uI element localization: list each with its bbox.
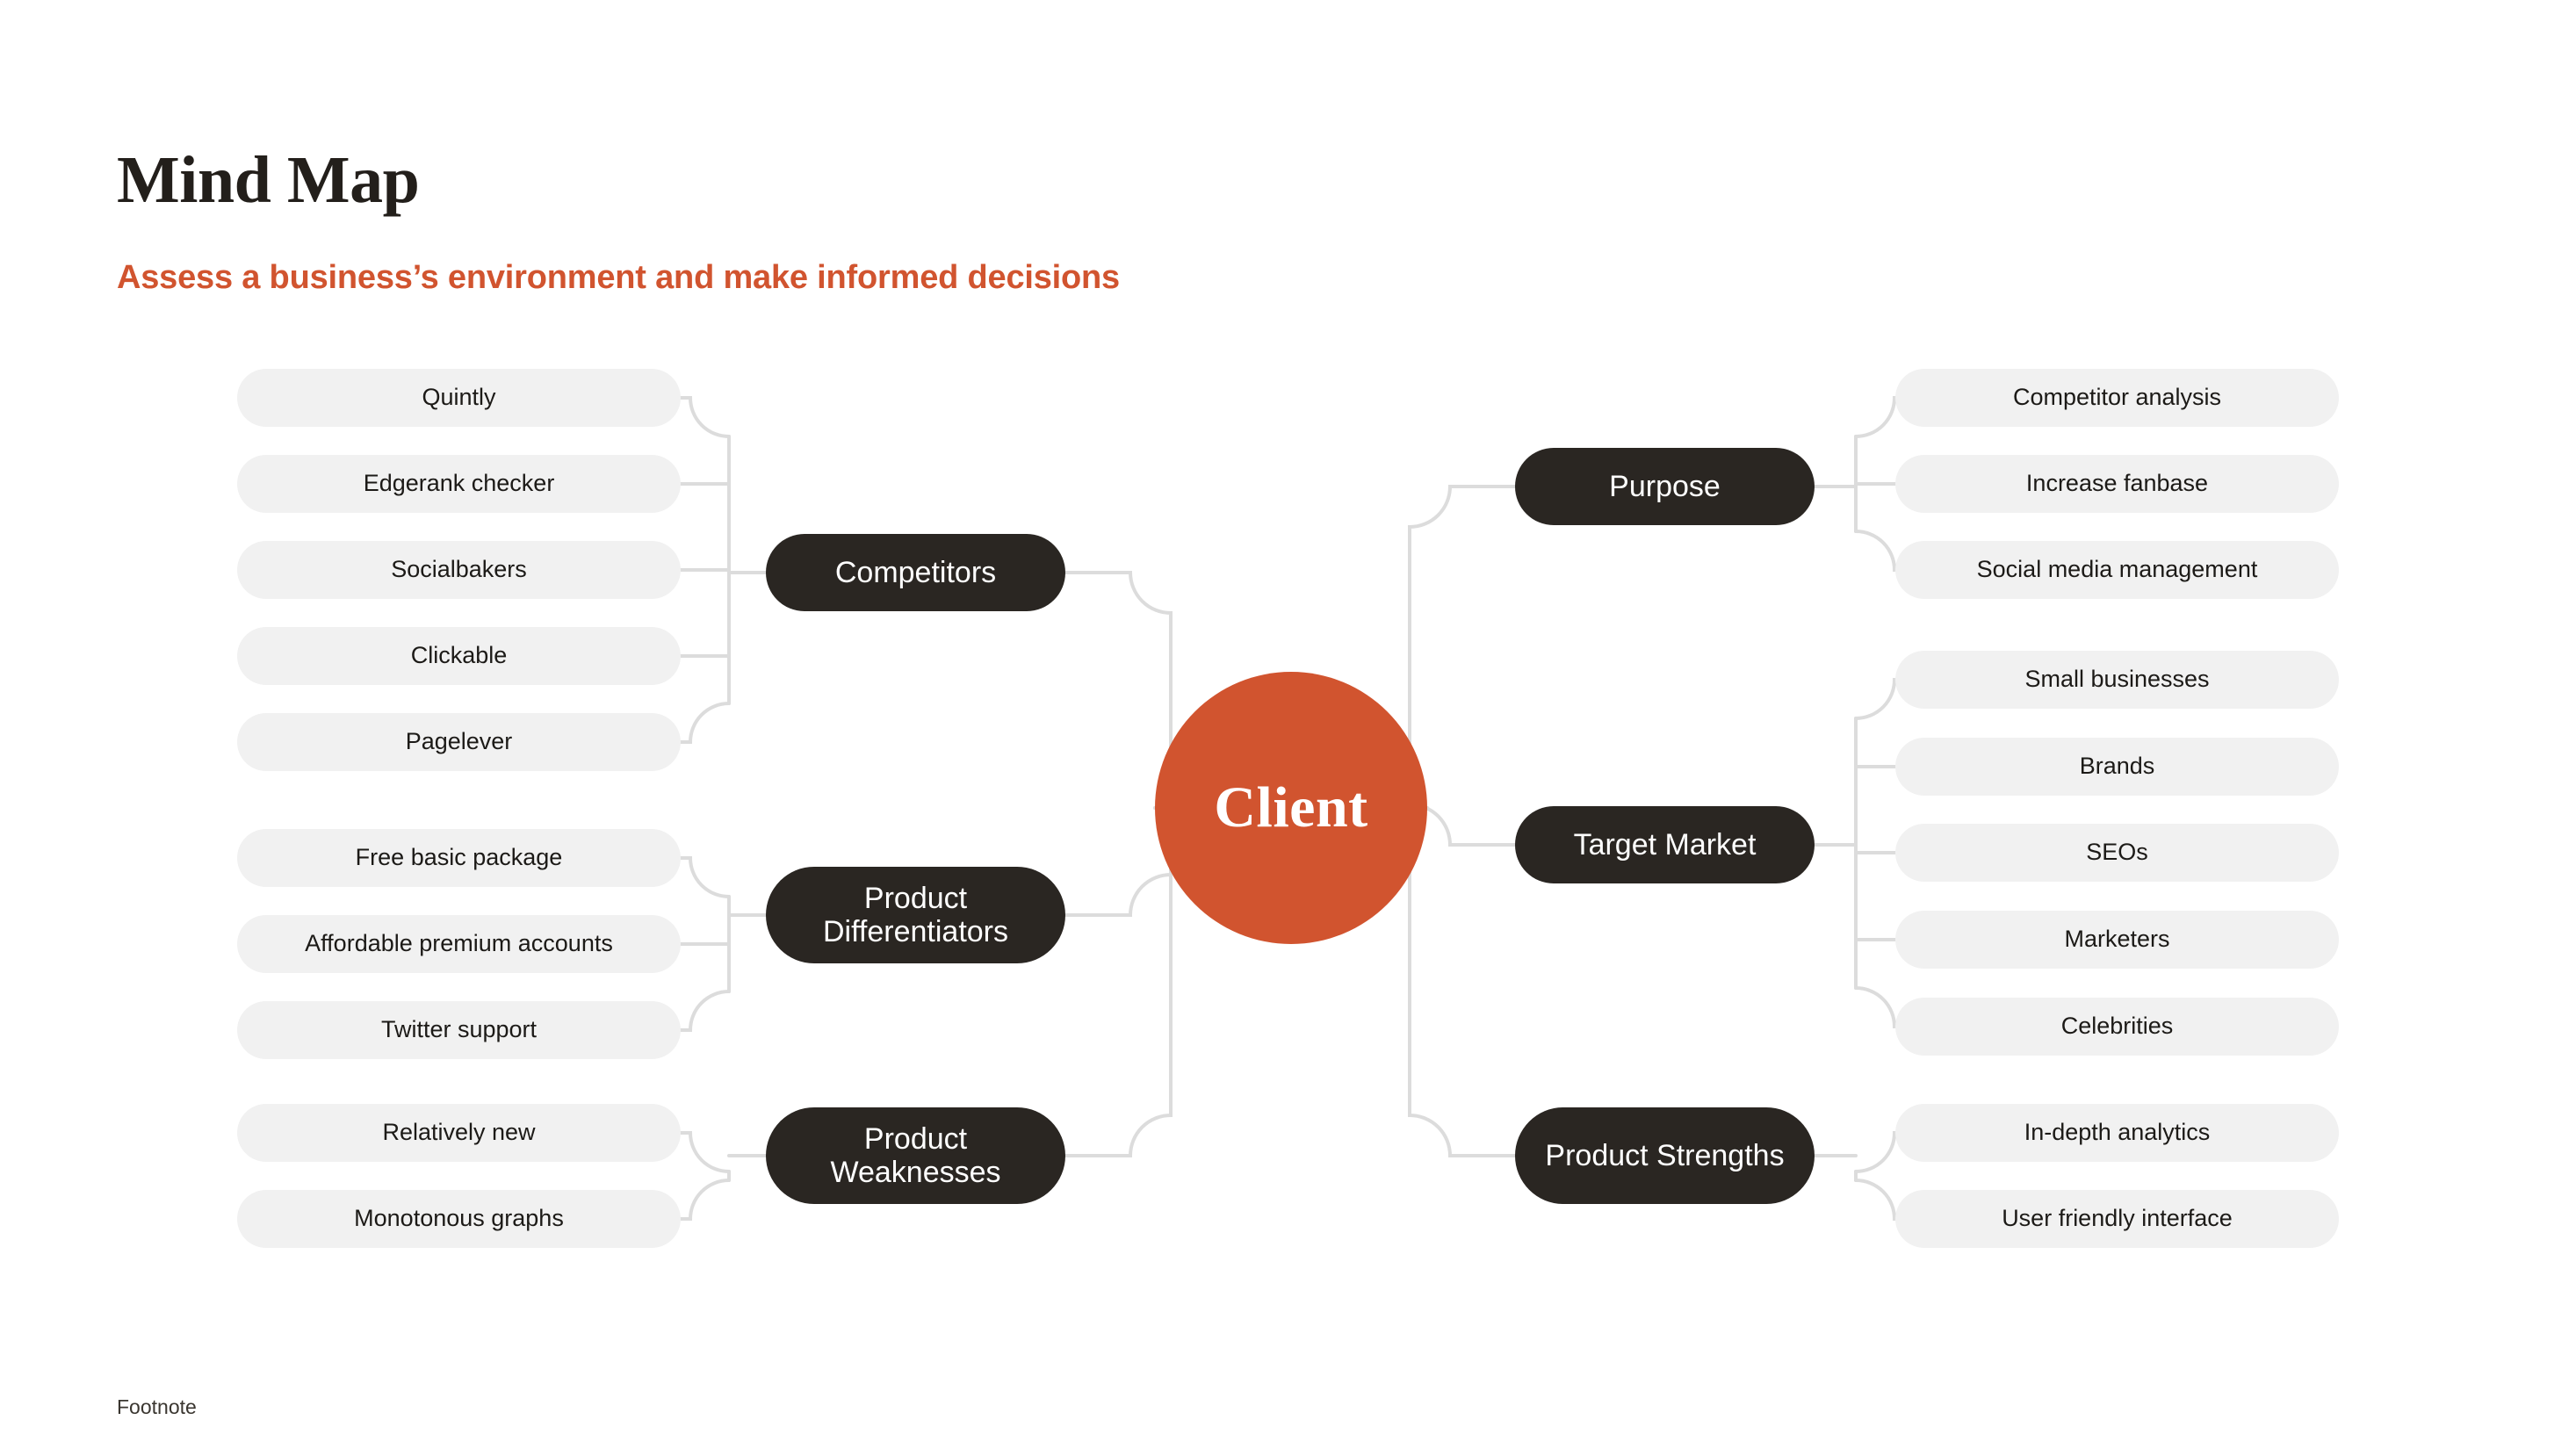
page-subtitle: Assess a business’s environment and make… [117,259,1120,296]
leaf-node-socialbakers[interactable]: Socialbakers [237,541,681,599]
connector-path [679,1131,731,1173]
leaf-node-label: Twitter support [380,1016,538,1043]
leaf-node-label: User friendly interface [2002,1205,2233,1232]
leaf-node-social-media-management[interactable]: Social media management [1895,541,2339,599]
leaf-node-clickable[interactable]: Clickable [237,627,681,685]
connector-path [679,990,731,1032]
connector-path [1854,396,1897,438]
connector-path [1854,1179,1897,1221]
page-title: Mind Map [117,143,420,217]
footnote: Footnote [117,1395,197,1418]
leaf-node-monotonous-graphs[interactable]: Monotonous graphs [237,1190,681,1248]
branch-node-label: Product Weaknesses [830,1121,1001,1189]
connector-path [679,856,731,898]
leaf-node-affordable-premium-accounts[interactable]: Affordable premium accounts [237,915,681,973]
leaf-node-small-businesses[interactable]: Small businesses [1895,651,2339,709]
leaf-node-label: Edgerank checker [363,470,555,497]
leaf-node-label: Increase fanbase [2025,470,2209,497]
connector-path [1854,678,1897,720]
leaf-node-label: Socialbakers [391,556,527,583]
leaf-node-free-basic-package[interactable]: Free basic package [237,829,681,887]
leaf-node-label: SEOs [2086,839,2148,866]
branch-node-label: Purpose [1609,469,1721,503]
branch-node-label: Competitors [834,555,997,589]
leaf-node-seos[interactable]: SEOs [1895,824,2339,882]
branch-node-label: Target Market [1573,827,1757,861]
leaf-node-celebrities[interactable]: Celebrities [1895,998,2339,1056]
connector-path [679,702,731,744]
branch-node-product-differentiators[interactable]: Product Differentiators [766,867,1065,963]
leaf-node-label: Small businesses [2024,666,2210,693]
connector-path [1854,1131,1897,1173]
branch-node-product-weaknesses[interactable]: Product Weaknesses [766,1107,1065,1204]
leaf-node-label: Clickable [410,642,508,669]
branch-node-competitors[interactable]: Competitors [766,534,1065,611]
leaf-node-competitor-analysis[interactable]: Competitor analysis [1895,369,2339,427]
leaf-node-label: Monotonous graphs [354,1205,564,1232]
branch-node-purpose[interactable]: Purpose [1515,448,1815,525]
center-node-label: Client [1214,775,1368,840]
leaf-node-in-depth-analytics[interactable]: In-depth analytics [1895,1104,2339,1162]
leaf-node-label: Free basic package [355,844,563,871]
branch-node-target-market[interactable]: Target Market [1515,806,1815,883]
leaf-node-label: In-depth analytics [2024,1119,2211,1146]
branch-node-label: Product Differentiators [822,881,1009,948]
branch-node-label: Product Strengths [1545,1138,1785,1172]
connector-path [679,1179,731,1221]
leaf-node-pagelever[interactable]: Pagelever [237,713,681,771]
leaf-node-edgerank-checker[interactable]: Edgerank checker [237,455,681,513]
leaf-node-label: Celebrities [2060,1013,2174,1040]
leaf-node-marketers[interactable]: Marketers [1895,911,2339,969]
leaf-node-label: Pagelever [405,728,513,755]
leaf-node-label: Social media management [1976,556,2258,583]
branch-node-product-strengths[interactable]: Product Strengths [1515,1107,1815,1204]
leaf-node-label: Competitor analysis [2012,384,2222,411]
leaf-node-increase-fanbase[interactable]: Increase fanbase [1895,455,2339,513]
leaf-node-user-friendly-interface[interactable]: User friendly interface [1895,1190,2339,1248]
leaf-node-twitter-support[interactable]: Twitter support [237,1001,681,1059]
leaf-node-label: Quintly [422,384,496,411]
leaf-node-label: Brands [2079,753,2155,780]
connector-path [679,396,731,438]
connector-path [1854,986,1897,1028]
leaf-node-label: Affordable premium accounts [305,930,613,957]
leaf-node-label: Marketers [2064,926,2170,953]
center-node-client[interactable]: Client [1155,672,1427,944]
leaf-node-quintly[interactable]: Quintly [237,369,681,427]
leaf-node-relatively-new[interactable]: Relatively new [237,1104,681,1162]
connector-path [1854,530,1897,572]
leaf-node-label: Relatively new [382,1119,536,1146]
leaf-node-brands[interactable]: Brands [1895,738,2339,796]
